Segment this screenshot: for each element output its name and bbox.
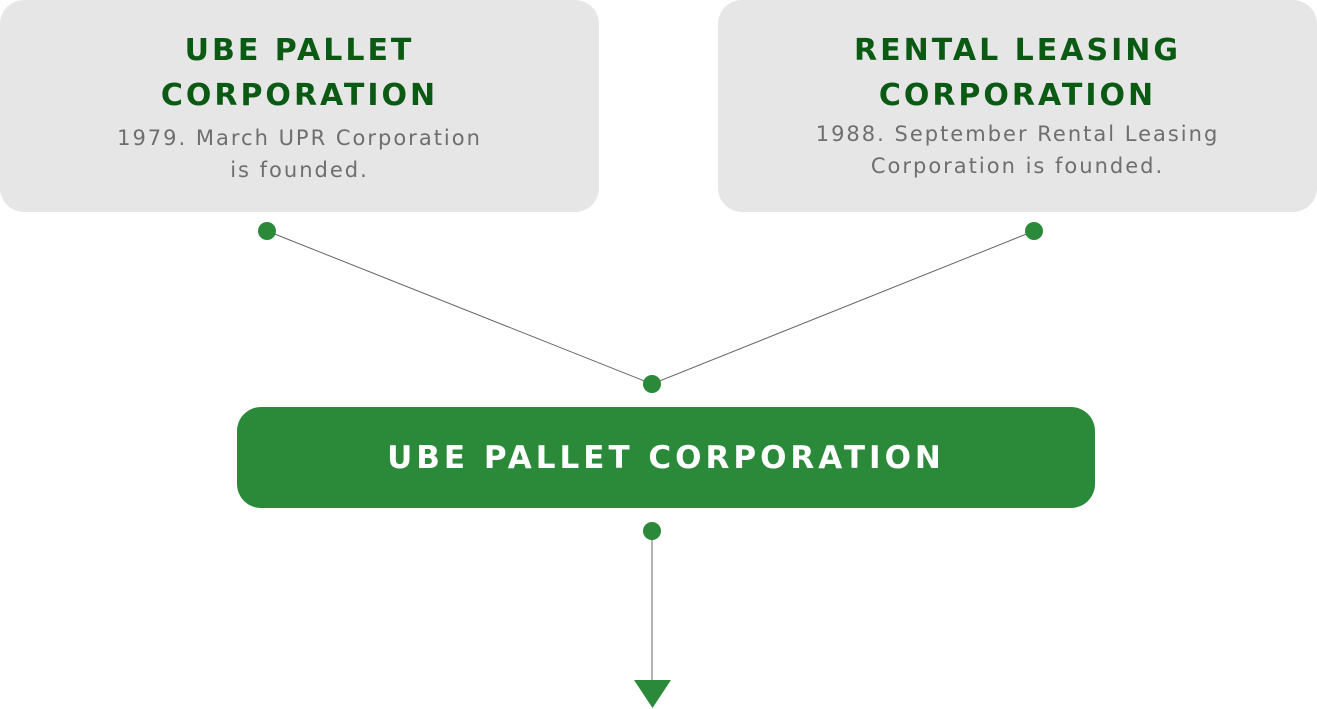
source-title: RENTAL LEASING CORPORATION <box>854 28 1181 118</box>
source-title-line: CORPORATION <box>878 78 1157 113</box>
circle-node-icon <box>643 522 661 540</box>
source-description: 1988. September Rental Leasing Corporati… <box>816 118 1220 182</box>
result-title: UBE PALLET CORPORATION <box>387 439 945 476</box>
connector-line-right <box>651 230 1035 385</box>
circle-node-icon <box>1025 222 1043 240</box>
connector-line-left <box>266 230 653 385</box>
arrow-down-icon <box>634 680 671 708</box>
result-box-ube-pallet-corporation: UBE PALLET CORPORATION <box>237 407 1095 508</box>
source-description: 1979. March UPR Corporation is founded. <box>117 122 482 186</box>
source-box-ube-pallet: UBE PALLET CORPORATION 1979. March UPR C… <box>0 0 599 212</box>
source-title-line: CORPORATION <box>160 78 439 113</box>
source-description-line: Corporation is founded. <box>870 154 1165 178</box>
source-description-line: 1979. March UPR Corporation <box>117 126 482 150</box>
source-description-line: is founded. <box>230 158 369 182</box>
source-title-line: RENTAL LEASING <box>854 33 1181 68</box>
source-title-line: UBE PALLET <box>184 33 415 68</box>
source-description-line: 1988. September Rental Leasing <box>815 122 1220 146</box>
circle-node-icon <box>643 375 661 393</box>
source-box-rental-leasing: RENTAL LEASING CORPORATION 1988. Septemb… <box>718 0 1317 212</box>
circle-node-icon <box>258 222 276 240</box>
source-title: UBE PALLET CORPORATION <box>161 28 438 118</box>
